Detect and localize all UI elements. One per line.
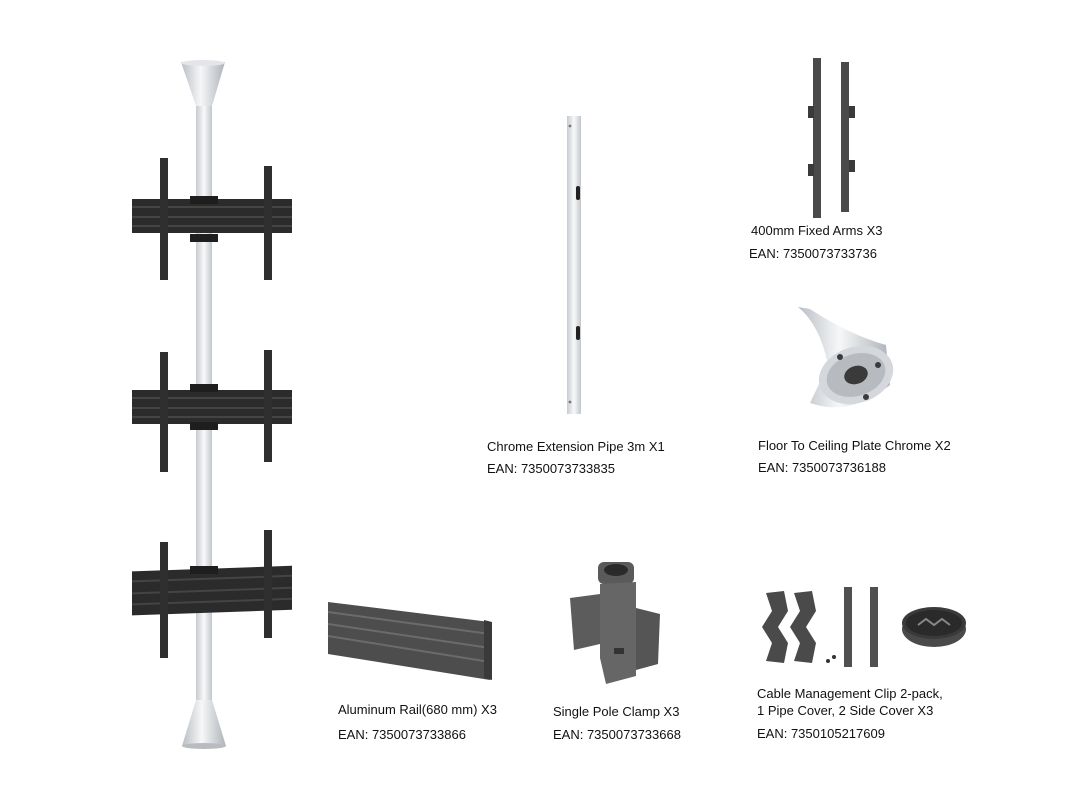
aluminum-rail-image	[327, 602, 492, 680]
fixed-arms-image	[808, 58, 855, 218]
cable-name-line2: 1 Pipe Cover, 2 Side Cover X3	[757, 703, 934, 718]
pipe-name: Chrome Extension Pipe 3m X1	[487, 439, 665, 454]
cable-ean: EAN: 7350105217609	[757, 726, 885, 741]
arms-name: 400mm Fixed Arms X3	[751, 223, 883, 238]
rail-name: Aluminum Rail(680 mm) X3	[338, 702, 497, 717]
ceiling-plate-image	[798, 307, 894, 408]
cable-management-image	[762, 587, 966, 667]
clamp-ean: EAN: 7350073733668	[553, 727, 681, 742]
cable-name-line1: Cable Management Clip 2-pack,	[757, 686, 943, 701]
pipe-ean: EAN: 7350073733835	[487, 461, 615, 476]
plate-name: Floor To Ceiling Plate Chrome X2	[758, 438, 951, 453]
clamp-name: Single Pole Clamp X3	[553, 704, 680, 719]
arms-ean: EAN: 7350073733736	[749, 246, 877, 261]
plate-ean: EAN: 7350073736188	[758, 460, 886, 475]
rail-ean: EAN: 7350073733866	[338, 727, 466, 742]
pole-clamp-image	[570, 562, 660, 684]
extension-pipe-image	[567, 116, 581, 414]
